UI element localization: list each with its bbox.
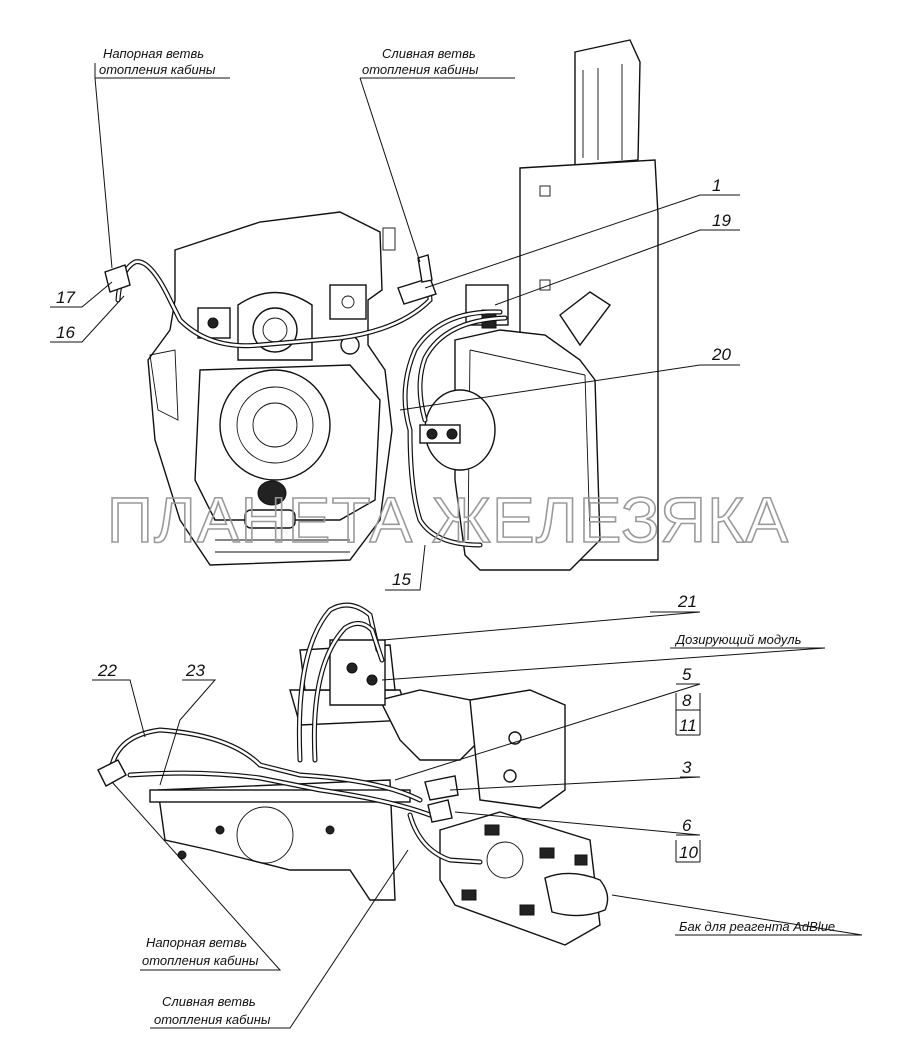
- filler-neck: [559, 291, 612, 347]
- hose-fitting-1: [397, 277, 437, 305]
- label-top-drain-1: Сливная ветвь: [382, 46, 476, 61]
- callout-8: 8: [682, 691, 692, 710]
- label-top-pressure-1: Напорная ветвь: [103, 46, 204, 61]
- label-bottom-pressure-1: Напорная ветвь: [146, 935, 247, 950]
- leader-lines: [50, 63, 863, 1029]
- exhaust-pipe: [574, 39, 641, 166]
- hose-clamp-17: [104, 264, 131, 293]
- label-bottom-pressure-2: отопления кабины: [142, 953, 259, 968]
- dosing-module-body: [329, 639, 386, 706]
- callout-11: 11: [679, 716, 697, 735]
- callout-21: 21: [677, 592, 697, 611]
- callout-16: 16: [56, 323, 75, 342]
- engine-side: [157, 779, 396, 901]
- callout-6: 6: [682, 816, 692, 835]
- label-dosing-module: Дозирующий модуль: [674, 632, 802, 647]
- top-assembly: [104, 39, 659, 571]
- label-bottom-drain-1: Сливная ветвь: [162, 994, 256, 1009]
- label-top-drain-2: отопления кабины: [362, 62, 479, 77]
- watermark: ПЛАНЕТА ЖЕЛЕЗЯКА: [107, 484, 789, 556]
- flywheel-outer: [219, 369, 331, 481]
- callout-23: 23: [185, 661, 205, 680]
- callout-5: 5: [682, 665, 692, 684]
- exhaust-elbow: [378, 689, 481, 761]
- callout-17: 17: [56, 288, 75, 307]
- labels: Напорная ветвь отопления кабины Сливная …: [56, 46, 835, 1027]
- tank-cylinder: [544, 872, 609, 917]
- hose-clamp-22: [97, 759, 127, 787]
- bottom-assembly: [97, 602, 609, 946]
- label-top-pressure-2: отопления кабины: [99, 62, 216, 77]
- callout-10: 10: [679, 843, 698, 862]
- callout-22: 22: [97, 661, 117, 680]
- callout-3: 3: [682, 758, 692, 777]
- muffler-box: [469, 689, 566, 809]
- label-bottom-drain-2: отопления кабины: [154, 1012, 271, 1027]
- callout-15: 15: [392, 570, 411, 589]
- callout-1: 1: [712, 176, 721, 195]
- callout-20: 20: [711, 345, 731, 364]
- adblue-tank-top: [454, 329, 601, 571]
- label-adblue-tank: Бак для реагента AdBlue: [679, 919, 835, 934]
- callout-19: 19: [712, 211, 731, 230]
- fitting-3: [424, 775, 459, 801]
